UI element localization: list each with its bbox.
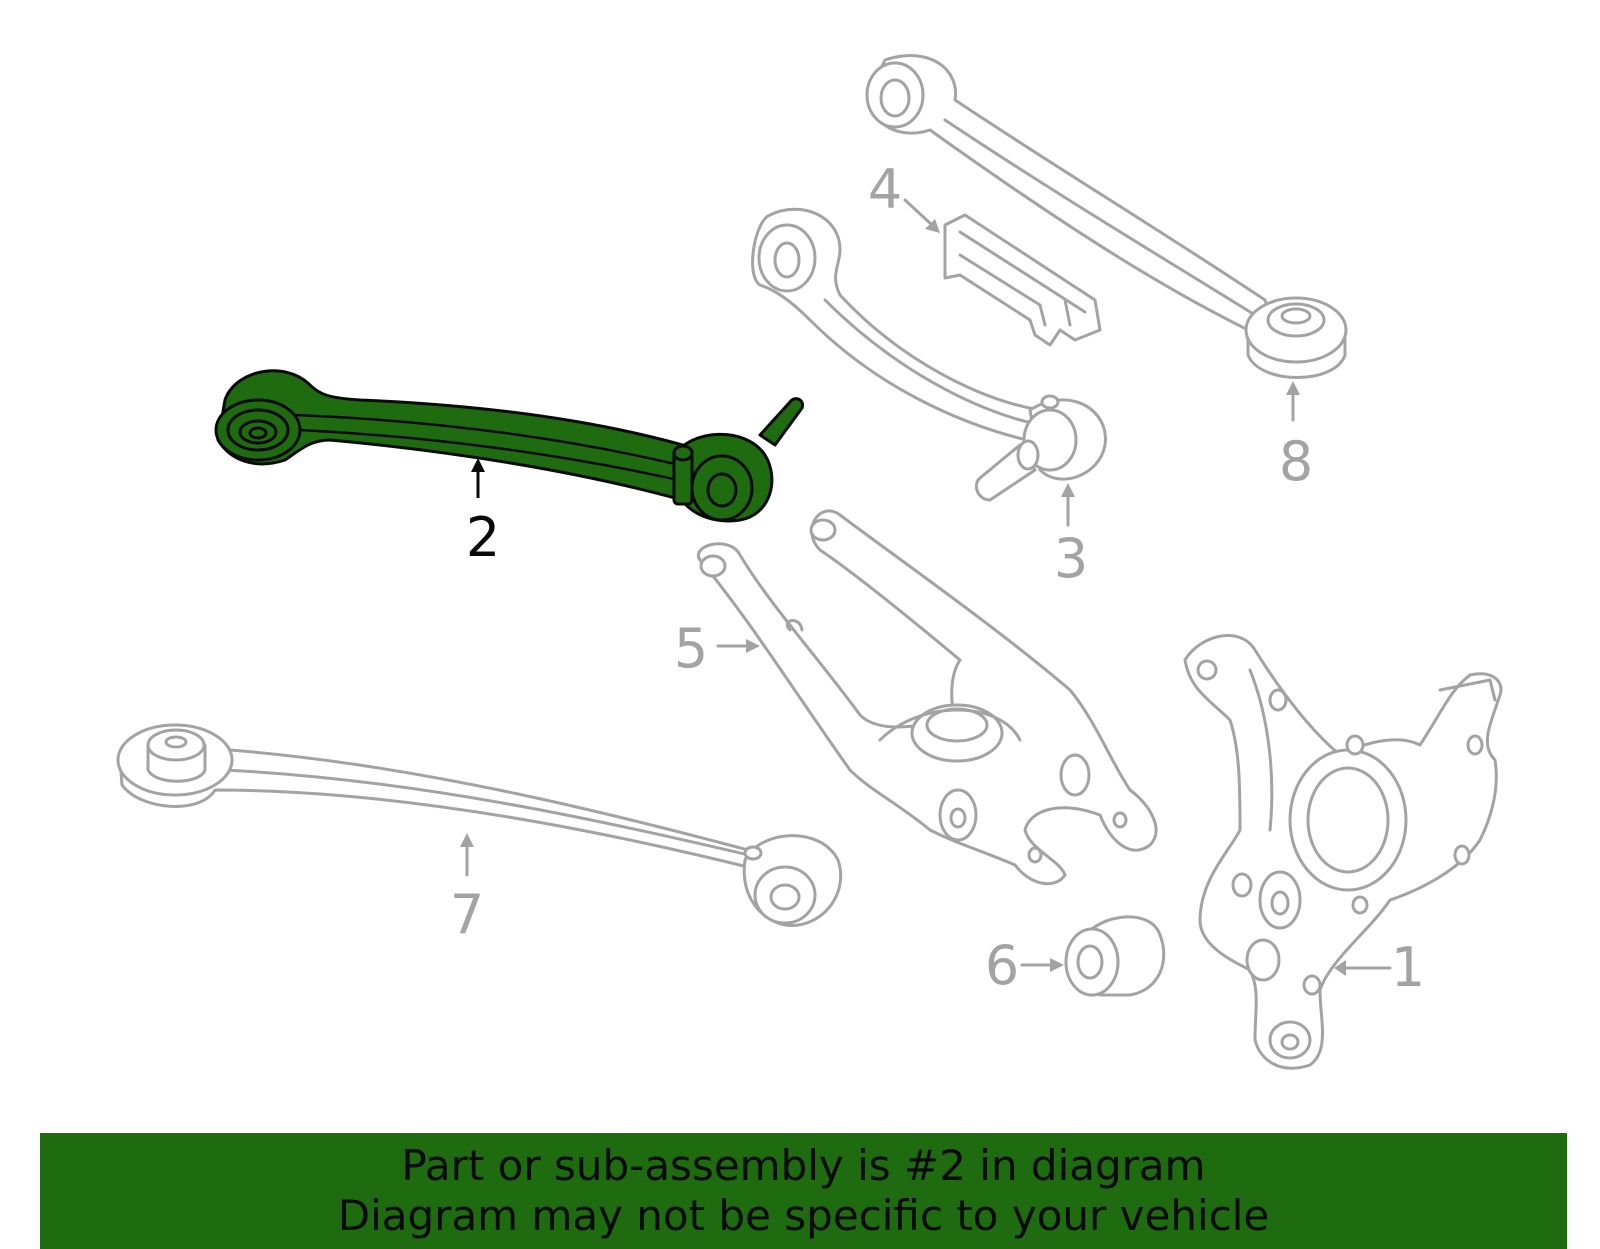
- part-3-control-arm: [751, 207, 1107, 502]
- callout-7: 7: [450, 833, 484, 946]
- part-5-lower-control-arm: [696, 509, 1158, 886]
- part-6-bushing: [1064, 915, 1166, 997]
- callout-3-label: 3: [1054, 527, 1088, 590]
- part-2-upper-control-arm: [214, 369, 805, 523]
- callout-1: 1: [1334, 936, 1425, 999]
- part-1-knuckle: [1183, 634, 1503, 1070]
- part-4-bracket: [943, 213, 1102, 347]
- banner-line-2: Diagram may not be specific to your vehi…: [337, 1191, 1270, 1240]
- callout-4-label: 4: [868, 158, 902, 221]
- callout-4: 4: [868, 158, 940, 233]
- callout-8: 8: [1279, 381, 1313, 493]
- callout-5: 5: [674, 617, 760, 680]
- callout-1-label: 1: [1391, 936, 1425, 999]
- callout-5-label: 5: [674, 617, 708, 680]
- callout-8-label: 8: [1279, 430, 1313, 493]
- part-info-banner: Part or sub-assembly is #2 in diagram Di…: [40, 1133, 1567, 1249]
- callout-6-label: 6: [985, 934, 1019, 997]
- part-7-control-arm: [116, 723, 843, 927]
- callout-2: 2: [466, 458, 500, 569]
- callout-2-label: 2: [466, 506, 500, 569]
- banner-line-1: Part or sub-assembly is #2 in diagram: [401, 1141, 1206, 1190]
- part-8-control-arm: [865, 54, 1348, 379]
- callout-3: 3: [1054, 483, 1088, 590]
- callout-7-label: 7: [450, 883, 484, 946]
- callout-6: 6: [985, 934, 1064, 997]
